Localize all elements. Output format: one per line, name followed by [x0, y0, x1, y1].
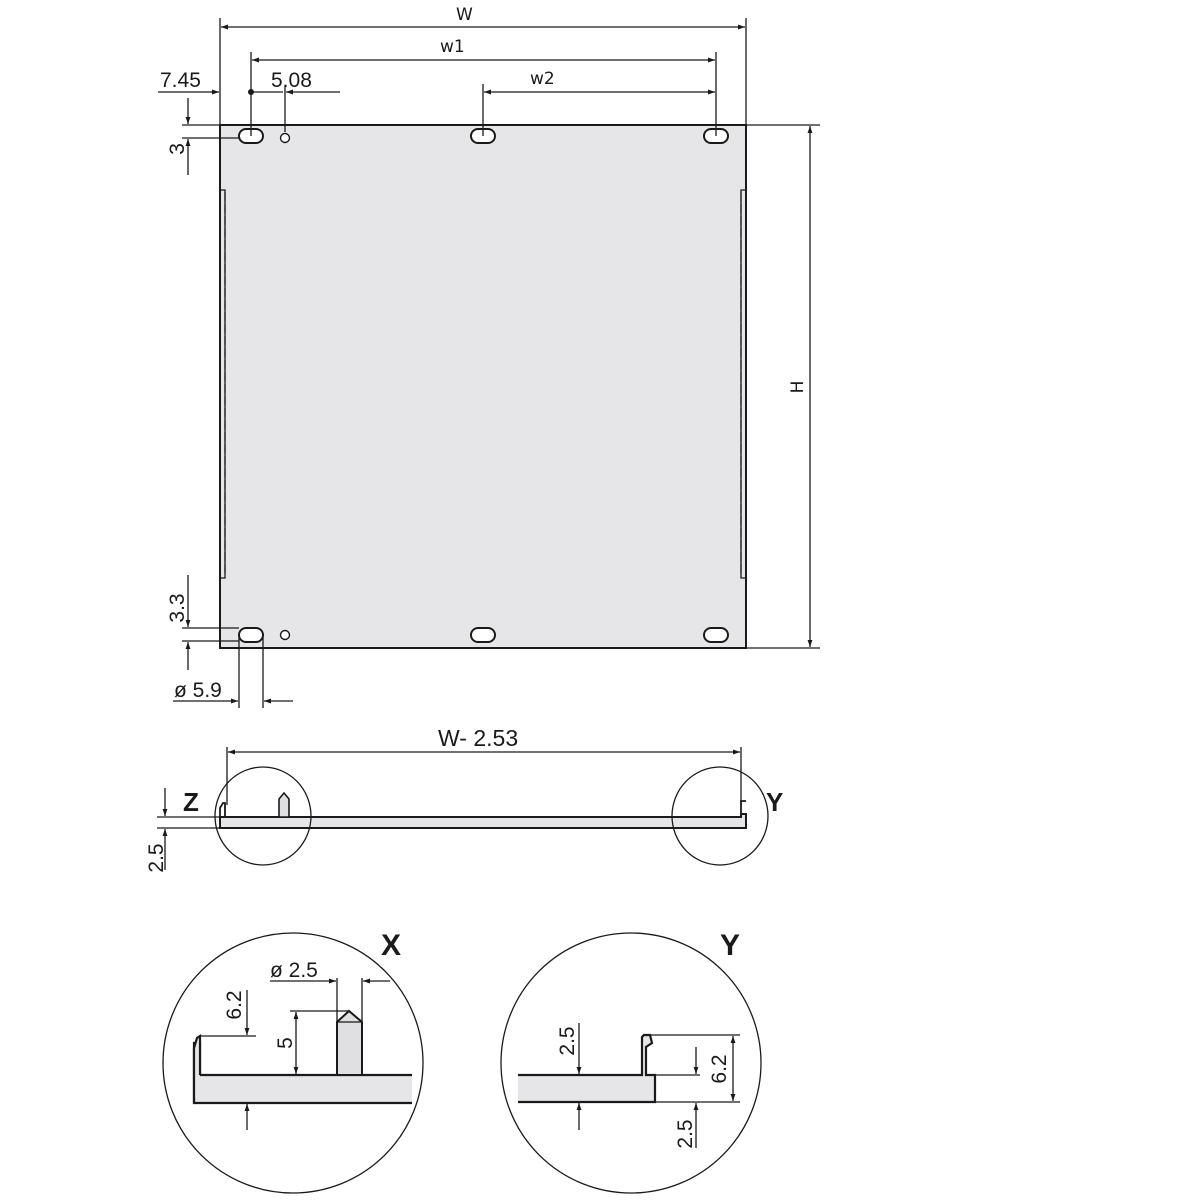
dim-hole-diameter-label: ø 5.9	[174, 679, 222, 702]
dim-hole-diameter: ø 5.9	[173, 635, 293, 708]
right-flange	[740, 800, 746, 817]
dim-height-label: H	[788, 381, 808, 394]
left-bent-edge	[220, 189, 226, 579]
slot-hole-bottom-left	[238, 627, 264, 643]
dim-w2-label: w2	[530, 69, 555, 89]
detail-y-bottom-offset-label: 2.5	[674, 1119, 697, 1148]
detail-x-plate	[192, 1041, 412, 1105]
left-flange	[219, 802, 226, 828]
dim-edge-offset-label: 7.45	[160, 69, 201, 92]
dim-pin-offset-label: 5.08	[271, 69, 312, 92]
detail-y-plate	[518, 1033, 657, 1104]
dim-top-hole-label: 3	[166, 143, 189, 155]
detail-x-pin-height-label: 5	[274, 1037, 297, 1049]
dim-bottom-hole-label: 3.3	[166, 593, 189, 622]
dim-height: H	[746, 124, 820, 649]
dim-side-thickness-label: 2.5	[145, 843, 168, 872]
slot-hole-bottom-right	[703, 627, 729, 643]
dim-top-hole: 3	[166, 98, 239, 175]
dim-width-label: W	[456, 5, 473, 25]
detail-x: X ø 2.5 5 6.2	[162, 929, 424, 1194]
detail-y: Y 2.5 6.2 2.5	[500, 929, 762, 1194]
dim-w1-label: w1	[440, 37, 465, 57]
panel-plate	[219, 124, 747, 649]
detail-x-circle	[162, 932, 424, 1194]
dim-edge-offsets: 7.45 5.08	[158, 69, 340, 132]
detail-x-pin	[336, 1009, 363, 1076]
detail-y-circle	[500, 932, 762, 1194]
label-z: Z	[183, 787, 199, 817]
slot-hole-bottom-center	[470, 627, 496, 643]
detail-circle-z	[214, 766, 312, 866]
dim-width: W	[219, 5, 747, 125]
dim-w2: w2	[482, 69, 715, 136]
side-view: W- 2.53 Z Y 2.5	[145, 725, 783, 873]
detail-x-pin-diameter-label: ø 2.5	[270, 959, 318, 982]
detail-y-flange-height-label: 6.2	[708, 1054, 731, 1083]
detail-y-label: Y	[720, 929, 740, 962]
detail-circle-y	[671, 766, 769, 866]
pin-hole-bottom	[279, 629, 291, 641]
pin-hole-top	[279, 132, 291, 144]
side-plate	[219, 813, 747, 829]
side-pin	[278, 791, 290, 818]
right-bent-edge	[740, 189, 746, 579]
top-view: W w1 w2 7.45 5.08	[158, 5, 820, 708]
detail-y-thickness-label: 2.5	[556, 1026, 579, 1055]
label-y-side: Y	[766, 787, 783, 817]
detail-x-flange-height-label: 6.2	[223, 990, 246, 1019]
dim-bottom-hole: 3.3	[166, 575, 239, 670]
detail-x-label: X	[381, 929, 401, 962]
dim-length-label: W- 2.53	[438, 725, 518, 751]
